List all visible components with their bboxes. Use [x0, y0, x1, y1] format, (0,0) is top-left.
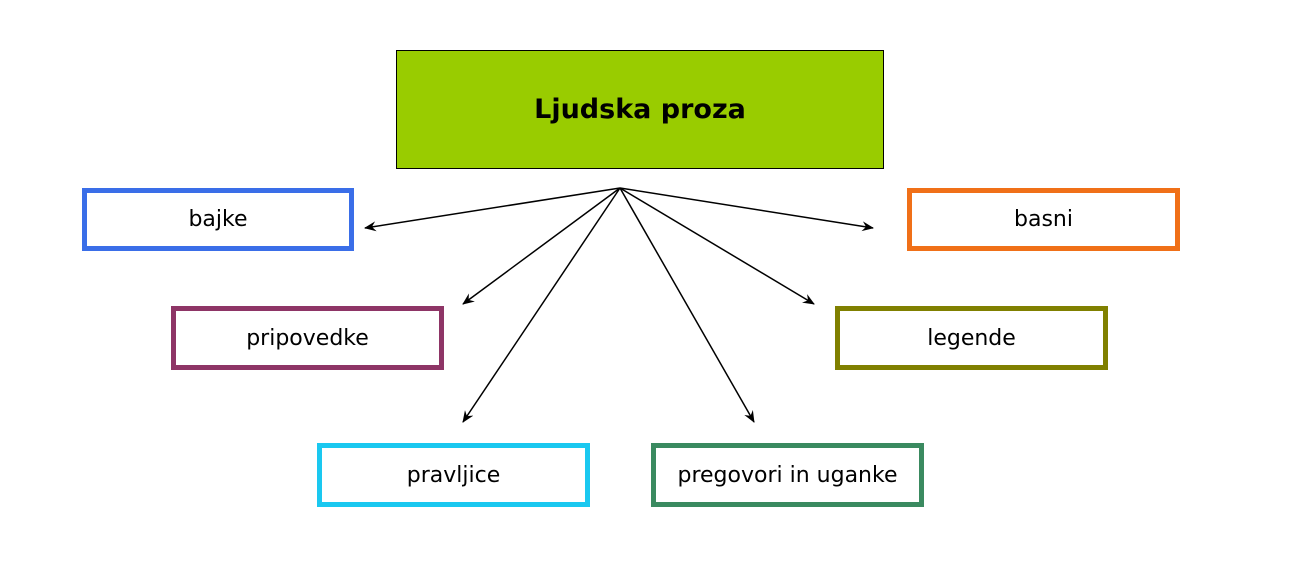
arrow-to-pravljice: [462, 187, 621, 423]
arrow-to-pregovori: [619, 187, 755, 423]
node-pravljice: pravljice: [317, 443, 590, 507]
node-pregovori-in-uganke-label: pregovori in uganke: [677, 462, 898, 488]
arrows-group: [364, 187, 874, 423]
node-pripovedke-label: pripovedke: [246, 325, 369, 351]
root-node: Ljudska proza: [396, 50, 884, 169]
arrow-to-pripovedke: [462, 187, 621, 305]
node-basni: basni: [907, 188, 1180, 251]
node-pripovedke: pripovedke: [171, 306, 444, 370]
node-legende: legende: [835, 306, 1108, 370]
node-legende-label: legende: [927, 325, 1016, 351]
arrow-to-legende: [619, 187, 815, 305]
node-pregovori-in-uganke: pregovori in uganke: [651, 443, 924, 507]
node-pravljice-label: pravljice: [406, 462, 501, 488]
node-basni-label: basni: [1014, 207, 1073, 232]
node-bajke: bajke: [82, 188, 354, 251]
root-node-label: Ljudska proza: [534, 94, 746, 125]
arrow-to-bajke: [364, 187, 621, 232]
arrow-to-basni: [619, 187, 874, 232]
node-bajke-label: bajke: [188, 207, 248, 232]
